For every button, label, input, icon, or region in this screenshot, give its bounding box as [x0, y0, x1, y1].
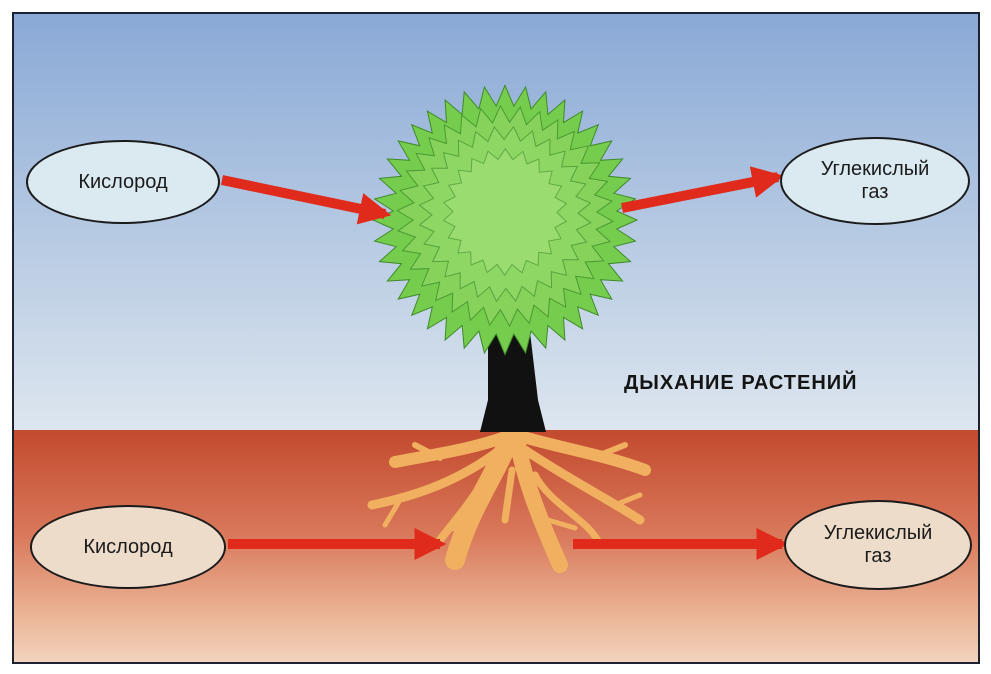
tree-trunk: [480, 332, 546, 432]
arrow-oxygen-to-leaves: [222, 180, 385, 214]
arrow-leaves-to-co2: [622, 177, 778, 208]
soil-oxygen-text: Кислород: [83, 536, 172, 559]
air-oxygen-label: Кислород: [26, 140, 220, 224]
soil-oxygen-label: Кислород: [30, 505, 226, 589]
diagram-title: ДЫХАНИЕ РАСТЕНИЙ: [624, 372, 858, 395]
air-oxygen-text: Кислород: [78, 171, 167, 194]
tree-foliage: [373, 85, 637, 354]
